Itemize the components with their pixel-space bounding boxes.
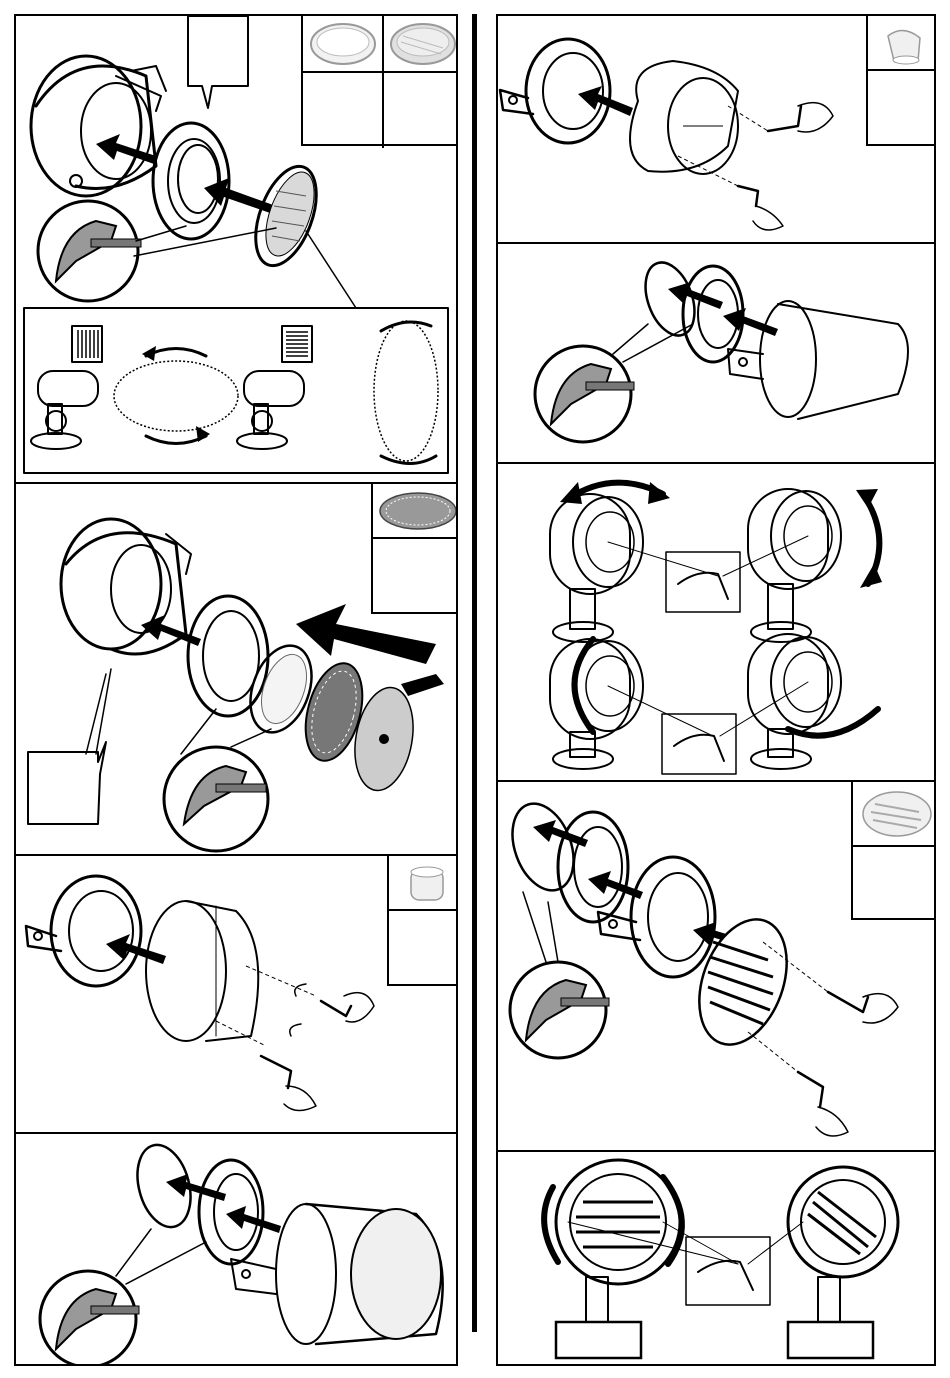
spotlight-rotate-down xyxy=(748,634,841,769)
panel-snoot-lens xyxy=(14,1132,458,1366)
lens-ring xyxy=(188,596,268,716)
hex-key-tool xyxy=(798,992,898,1136)
beam-shape-box xyxy=(24,308,448,473)
hex-key-inset xyxy=(666,552,740,612)
angled-snoot xyxy=(630,61,738,174)
rotate-arrow-icon xyxy=(146,436,206,444)
lens-disc xyxy=(501,795,584,899)
cylinder-snoot-icon xyxy=(411,867,443,900)
accessory-grid xyxy=(851,780,936,920)
detail-magnifier xyxy=(535,324,693,442)
linear-lens xyxy=(244,158,328,274)
spotlight-rotate xyxy=(550,494,643,642)
spotlight-with-grille xyxy=(556,1160,680,1358)
rotate-arrow-icon xyxy=(381,456,436,464)
panel-angled-snoot-lens xyxy=(496,242,936,464)
honeycomb-louvre-icon xyxy=(380,493,456,529)
panel-angled-snoot xyxy=(496,14,936,244)
spotlight-tilt-down xyxy=(550,639,643,769)
accessory-grid xyxy=(301,14,458,146)
tilt-arrow-icon xyxy=(575,639,594,732)
hex-key-tool xyxy=(261,984,374,1111)
arrow-icon xyxy=(723,308,778,336)
spotlight-with-grille-rotated xyxy=(788,1167,898,1358)
accessory-grid xyxy=(371,482,458,614)
spotlight-tilt xyxy=(748,489,841,642)
arrow-icon xyxy=(668,282,723,309)
panel-grille-rotate xyxy=(496,1150,936,1366)
arrow-icon xyxy=(166,1174,226,1201)
arrow-icon xyxy=(226,1206,281,1233)
spotlight-horizontal-lens xyxy=(237,371,304,449)
panel-lens-assembly xyxy=(14,14,458,484)
panel-honeycomb-assembly xyxy=(14,482,458,856)
callout-box xyxy=(28,742,106,824)
rotate-arrow-icon xyxy=(788,709,878,736)
panel-adjustment xyxy=(496,462,936,782)
mounting-ring-bracket xyxy=(598,857,715,977)
lens-ring xyxy=(153,123,229,239)
hex-key-tool xyxy=(738,103,833,230)
lens-ring xyxy=(558,812,628,922)
horizontal-beam xyxy=(114,361,238,431)
arrow-tail-icon xyxy=(401,674,444,696)
mounting-ring-bracket xyxy=(26,876,141,986)
panel-louvre-grille xyxy=(496,780,936,1152)
center-divider xyxy=(472,14,477,1332)
louvre-grille-icon xyxy=(863,792,931,836)
rotate-arrow-icon xyxy=(381,322,431,331)
detail-magnifier xyxy=(38,201,276,301)
spotlight-housing xyxy=(31,56,166,196)
hex-key-inset xyxy=(662,714,736,774)
vertical-beam xyxy=(374,321,438,461)
spotlight-vertical-lens xyxy=(31,371,98,449)
detail-magnifier xyxy=(40,1229,206,1366)
accessory-grid xyxy=(387,854,458,986)
linear-lens-icon xyxy=(391,24,455,64)
detail-magnifier xyxy=(164,709,271,851)
cylinder-snoot xyxy=(146,901,258,1041)
panel-cylinder-snoot xyxy=(14,854,458,1134)
angled-snoot-with-bracket xyxy=(728,301,908,419)
detail-magnifier xyxy=(510,892,609,1058)
clear-lens-icon xyxy=(311,24,375,64)
accessory-grid xyxy=(866,14,936,146)
callout-box xyxy=(188,16,248,108)
arrow-icon xyxy=(96,134,156,164)
angled-snoot-icon xyxy=(888,30,920,64)
lens-disc xyxy=(636,256,703,342)
